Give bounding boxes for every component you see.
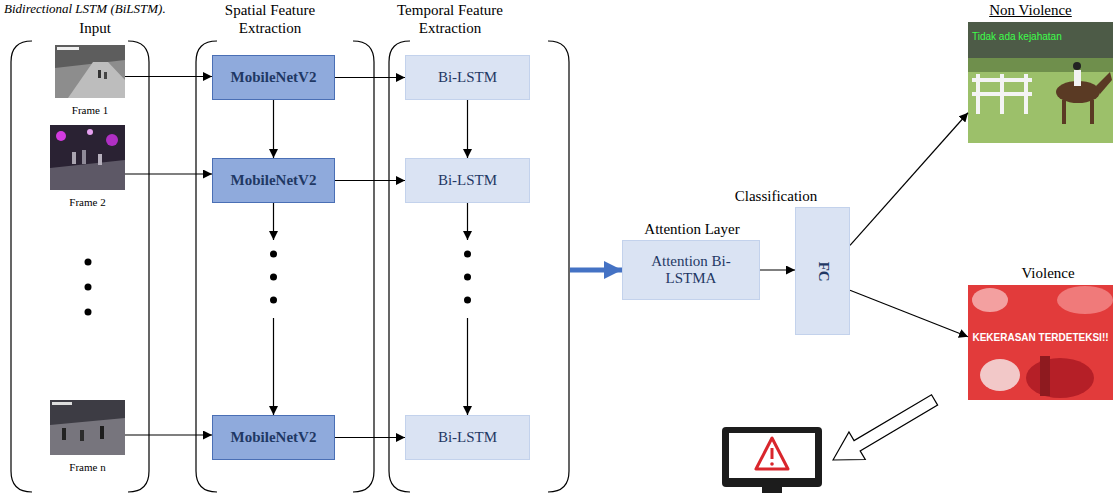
heading: Temporal Feature Extraction [397, 2, 503, 36]
heading: Input [79, 20, 111, 36]
continuation-dots [85, 251, 472, 316]
heading-wrap: Non Violence [948, 1, 1113, 19]
box-label: Bi-LSTM [438, 429, 497, 446]
connector-group [850, 290, 968, 337]
box-label-wrap: Attention Bi-LSTMA [641, 253, 741, 288]
connector-group [570, 270, 622, 271]
arrow-connector [467, 100, 468, 158]
connector-group [463, 203, 472, 415]
heading-wrap: Input [25, 19, 165, 37]
connector-group [335, 180, 405, 181]
video-frame: Frame n [50, 400, 125, 455]
lstm-box: Bi-LSTM [405, 158, 530, 203]
arrow-connector [335, 77, 405, 78]
connector-group [269, 203, 278, 415]
lstm-box: Bi-LSTM [405, 415, 530, 460]
input-group: InputFrame 1Frame 2Frame n [10, 40, 150, 493]
bracket-line [11, 41, 149, 492]
cnn-box: MobileNetV2 [212, 158, 335, 203]
box-label: Attention Bi-LSTMA [641, 253, 741, 288]
output-image: ViolenceKEKERASAN TERDETEKSI!! [968, 285, 1113, 400]
connector-group [335, 437, 405, 438]
bracket-line [389, 41, 569, 492]
box-label: MobileNetV2 [231, 69, 317, 86]
box-label-wrap: FC [813, 262, 833, 280]
box-label: MobileNetV2 [231, 429, 317, 446]
arrow-head [269, 231, 278, 240]
heading-wrap: Temporal Feature Extraction [375, 1, 525, 37]
fc-box: ClassificationFC [795, 207, 850, 335]
box-label-wrap: MobileNetV2 [231, 171, 317, 189]
box-label: FC [814, 262, 831, 282]
bracket-line [196, 41, 374, 492]
arrow-connector [760, 269, 795, 270]
arrow-connector [335, 437, 405, 438]
arrow-connector [125, 76, 212, 77]
spatial-group: Spatial Feature ExtractionMobileNetV2Mob… [195, 40, 375, 493]
attention-box: Attention LayerAttention Bi-LSTMA [622, 240, 760, 300]
heading: Frame 2 [69, 196, 105, 208]
output-image [968, 22, 1113, 143]
video-frame: Frame 2 [50, 125, 125, 190]
heading: Non Violence [989, 2, 1072, 18]
box-label-wrap: MobileNetV2 [231, 428, 317, 446]
connector-group [467, 100, 468, 158]
frame-image [50, 125, 125, 190]
heading-wrap: Spatial Feature Extraction [200, 1, 340, 37]
box-label-wrap: MobileNetV2 [231, 68, 317, 86]
heading-wrap: KEKERASAN TERDETEKSI!! [970, 327, 1111, 345]
heading-wrap: Violence [988, 264, 1108, 282]
connector-group [125, 435, 212, 436]
arrow-connector [125, 434, 212, 435]
connector-group [125, 76, 212, 77]
cnn-box: MobileNetV2 [212, 55, 335, 100]
temporal-group: Temporal Feature ExtractionBi-LSTMBi-LST… [388, 40, 570, 493]
lstm-box: Bi-LSTM [405, 55, 530, 100]
connector-group [850, 113, 968, 246]
connector-group [760, 270, 795, 271]
heading-wrap: Frame n [50, 457, 125, 475]
heading-wrap: Frame 1 [55, 100, 125, 118]
video-frame: Frame 1 [55, 45, 125, 98]
box-label-wrap: Bi-LSTM [438, 68, 497, 86]
frame-image [55, 45, 125, 98]
output-image [968, 285, 1113, 400]
heading-wrap: Tidak ada kejahatan [972, 26, 1109, 44]
box-label-wrap: Bi-LSTM [438, 428, 497, 446]
heading-wrap: Frame 2 [50, 192, 125, 210]
arrow-head [463, 231, 472, 240]
arrow-connector [273, 100, 274, 158]
heading: Frame 1 [72, 104, 108, 116]
frame-image [50, 400, 125, 455]
heading-wrap: Classification [711, 187, 841, 205]
box-label-wrap: Bi-LSTM [438, 171, 497, 189]
heading: Classification [735, 188, 818, 204]
arrow-connector [335, 180, 405, 181]
alert-arrow [825, 386, 943, 474]
connector-group [125, 174, 212, 175]
heading: Frame n [69, 461, 105, 473]
overlay-text: Tidak ada kejahatan [972, 31, 1062, 42]
heading: Violence [1021, 265, 1074, 281]
box-label: Bi-LSTM [438, 172, 497, 189]
connector-group [335, 77, 405, 78]
arrow-connector [850, 290, 968, 337]
arrow-connector [850, 113, 968, 246]
connector-group [273, 100, 274, 158]
box-label: Bi-LSTM [438, 69, 497, 86]
caption-fragment: Bidirectional LSTM (BiLSTM). [4, 1, 166, 17]
box-label: MobileNetV2 [231, 172, 317, 189]
block-arrow [570, 268, 622, 273]
alarm-monitor [722, 427, 822, 493]
output-image: Non ViolenceTidak ada kejahatan [968, 22, 1113, 143]
heading-wrap: Attention Layer [613, 220, 771, 238]
heading: Spatial Feature Extraction [225, 2, 315, 36]
arrow-connector [125, 173, 212, 174]
heading: Attention Layer [644, 221, 739, 237]
cnn-box: MobileNetV2 [212, 415, 335, 460]
overlay-text: KEKERASAN TERDETEKSI!! [972, 332, 1108, 343]
